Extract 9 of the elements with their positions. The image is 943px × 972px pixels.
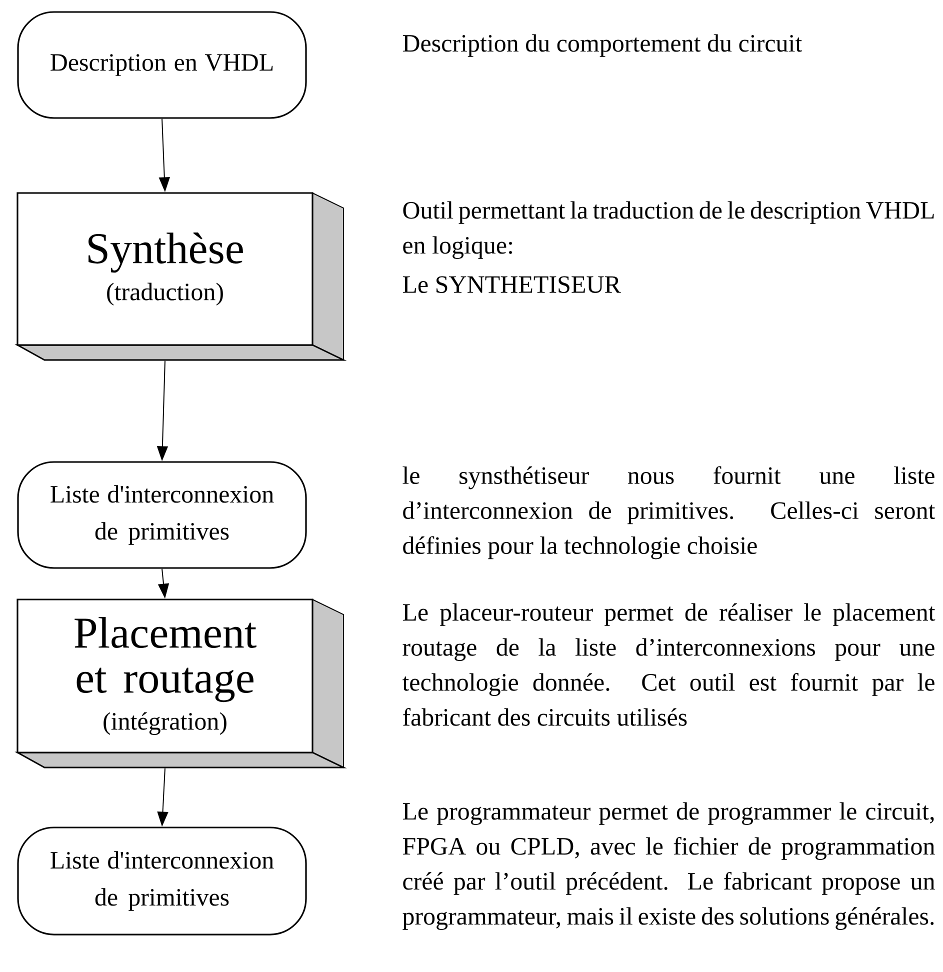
description-text: Le placeur-routeur permet de réaliser le placement routage de la liste d’interconnexions pour une technologie donnée. Cet outil est fournit par le fabricant des circuits utilisés	[402, 603, 936, 726]
description-text: Description du comportement du circuit	[402, 34, 802, 57]
terminal-box: Liste d'interconnexion de primitives	[17, 826, 307, 936]
description-text: Le SYNTHETISEUR	[402, 276, 621, 293]
terminal-box: Liste d'interconnexion de primitives	[17, 461, 307, 569]
description-text: Le programmateur permet de programmer le circuit, FPGA ou CPLD, avec le fichier de programmation créé par l’outil précédent. Le fabricant propose un programmateur, mais il existe des solutions générales.	[402, 802, 935, 930]
description-text: le synsthétiseur nous fournit une liste d’interconnexion de primitives. Celles-ci seront définies pour la technologie choisie	[402, 466, 936, 560]
description-text: Outil permettant la traduction de le description VHDL en logique:	[403, 201, 934, 259]
terminal-box: Description en VHDL	[17, 11, 307, 119]
